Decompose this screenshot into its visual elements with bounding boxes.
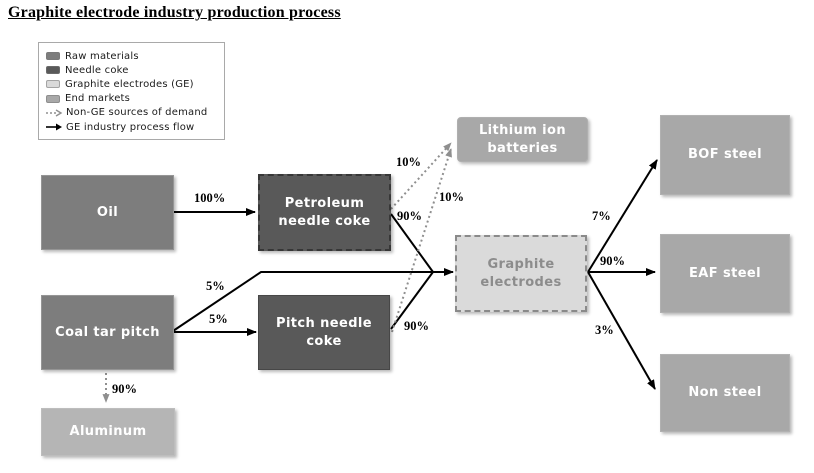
node-petroleum-needle-coke: Petroleum needle coke <box>258 174 391 251</box>
arrow-petroleum-coke-to-graphite-electrodes <box>390 213 434 273</box>
flow-label-coal-to-aluminum: 90% <box>112 382 137 396</box>
node-graphite-electrodes: Graphite electrodes <box>455 235 587 312</box>
raw-materials-swatch <box>46 52 60 61</box>
legend-item-label: Raw materials <box>65 50 139 62</box>
arrow-graphite-to-bof-steel <box>587 159 658 273</box>
node-label: Oil <box>96 204 119 220</box>
flow-label-ge-to-non-steel: 3% <box>595 323 614 337</box>
end-markets-swatch <box>46 94 60 103</box>
node-label: Aluminum <box>69 424 147 440</box>
node-eaf-steel: EAF steel <box>660 234 790 313</box>
node-label: Pitch needle coke <box>276 315 372 349</box>
node-label: Non steel <box>688 385 762 401</box>
needle-coke-swatch <box>46 66 60 75</box>
diagram-title: Graphite electrode industry production p… <box>8 4 341 21</box>
flow-label-oil-to-petroleum: 100% <box>194 191 226 205</box>
node-label: Graphite electrodes <box>480 256 562 290</box>
node-label: EAF steel <box>689 265 761 281</box>
legend-item-label: Graphite electrodes (GE) <box>65 78 194 90</box>
node-label: Petroleum needle coke <box>278 195 371 229</box>
node-aluminum: Aluminum <box>41 408 175 456</box>
flow-label-pitch-to-lithium: 10% <box>439 190 464 204</box>
flow-label-pitch-to-ge: 90% <box>404 319 429 333</box>
legend-item-label: GE industry process flow <box>66 121 195 133</box>
solid-arrow-icon <box>46 123 62 131</box>
arrow-coal-tar-to-graphite-electrodes <box>172 268 454 332</box>
arrow-graphite-to-non-steel <box>587 271 656 390</box>
legend-item-non-ge-demand: Non-GE sources of demand <box>46 106 218 120</box>
node-non-steel: Non steel <box>660 354 790 432</box>
node-pitch-needle-coke: Pitch needle coke <box>258 295 390 370</box>
node-lithium-ion-batteries: Lithium ion batteries <box>457 117 588 162</box>
legend-item-needle-coke: Needle coke <box>46 63 218 77</box>
node-label: Coal tar pitch <box>55 324 160 340</box>
flow-label-petroleum-to-ge: 90% <box>397 209 422 223</box>
flow-label-coal-to-ge: 5% <box>206 279 225 293</box>
flow-label-coal-to-pitch: 5% <box>209 312 228 326</box>
legend-item-end-markets: End markets <box>46 92 218 106</box>
node-bof-steel: BOF steel <box>660 115 790 195</box>
legend-item-label: End markets <box>65 93 131 105</box>
arrow-pitch-coke-to-graphite-electrodes <box>390 271 434 330</box>
flow-label-petroleum-to-lithium: 10% <box>396 155 421 169</box>
dotted-arrow-icon <box>46 109 63 117</box>
legend-item-label: Needle coke <box>65 64 129 76</box>
flow-label-ge-to-eaf: 90% <box>600 254 625 268</box>
legend-item-label: Non-GE sources of demand <box>66 107 208 119</box>
arrow-pitch-coke-to-lithium-batteries <box>391 148 452 333</box>
node-oil: Oil <box>41 175 174 250</box>
legend-item-ge-process-flow: GE industry process flow <box>46 120 218 134</box>
legend: Raw materials Needle coke Graphite elect… <box>38 42 225 141</box>
node-label: BOF steel <box>687 147 762 163</box>
node-label: Lithium ion batteries <box>478 122 567 156</box>
graphite-electrodes-swatch <box>46 80 60 89</box>
node-coal-tar-pitch: Coal tar pitch <box>41 295 174 370</box>
legend-item-graphite-electrodes: Graphite electrodes (GE) <box>46 77 218 91</box>
flow-label-ge-to-bof: 7% <box>592 209 611 223</box>
legend-item-raw-materials: Raw materials <box>46 49 218 63</box>
